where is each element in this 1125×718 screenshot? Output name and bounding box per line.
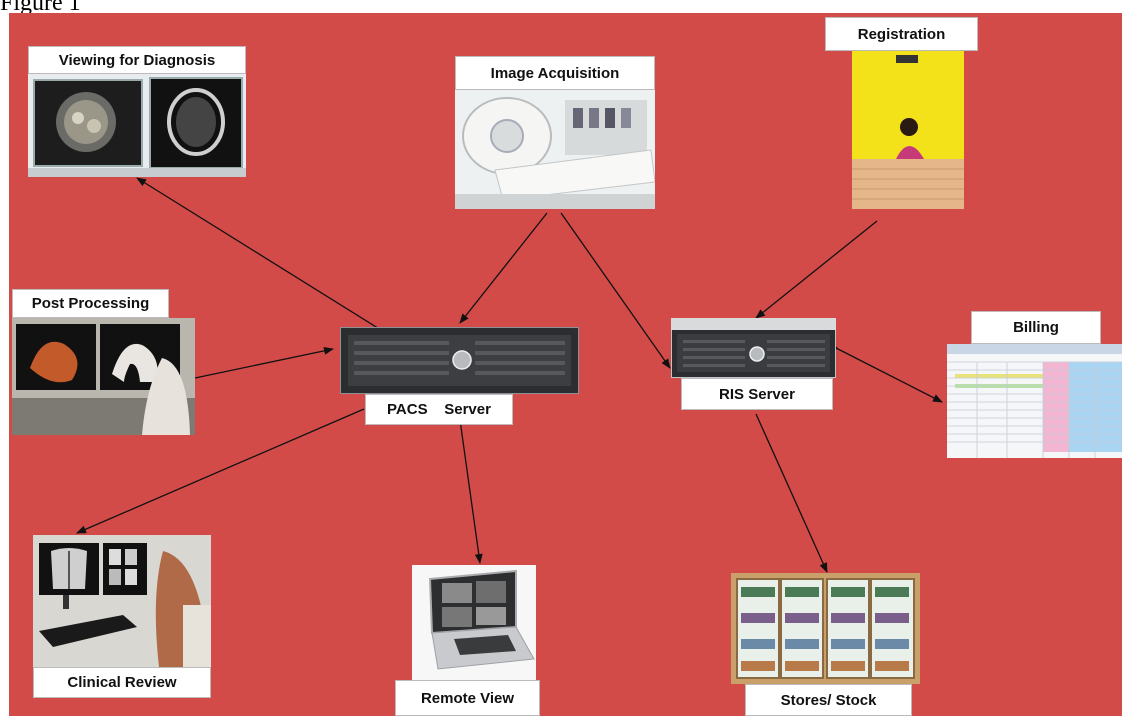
arrow-pacs-to-viewing <box>136 177 390 336</box>
rack-server-icon <box>340 327 579 394</box>
connection-arrows <box>76 177 943 573</box>
clinical-review-label: Clinical Review <box>33 667 211 698</box>
cabinet-icon <box>731 573 920 684</box>
pacs-ris-workflow-diagram: Viewing for Diagnosis Image Acquisition <box>9 13 1122 716</box>
laptop-icon <box>412 565 536 680</box>
pacs-server-label: PACS Server <box>365 394 513 425</box>
ct-scanner-icon <box>455 90 655 209</box>
billing-label: Billing <box>971 311 1101 344</box>
arrow-pacs-to-clinical <box>76 408 365 534</box>
workstation-icon <box>12 318 195 435</box>
viewing-label: Viewing for Diagnosis <box>28 46 246 74</box>
post-processing-label: Post Processing <box>12 289 169 318</box>
remote-view-label: Remote View <box>395 680 540 716</box>
arrow-pacs-to-remote <box>459 419 483 564</box>
registration-label: Registration <box>825 17 978 51</box>
arrow-post-processing-to-pacs <box>185 346 334 384</box>
reception-desk-icon <box>852 51 964 209</box>
stores-label: Stores/ Stock <box>745 684 912 716</box>
diagnostic-monitors-icon <box>28 74 246 177</box>
clinical-workstation-icon <box>33 535 211 667</box>
spreadsheet-icon <box>947 344 1122 458</box>
acquisition-label: Image Acquisition <box>455 56 655 90</box>
arrow-ris-to-stores <box>755 413 828 573</box>
figure-caption: Figure 1 <box>0 0 81 16</box>
arrow-acquisition-to-ris <box>560 212 671 369</box>
rack-server-icon <box>671 318 836 378</box>
ris-server-label: RIS Server <box>681 378 833 410</box>
arrow-registration-to-ris <box>755 220 878 319</box>
arrow-acquisition-to-pacs <box>459 212 548 324</box>
arrow-ris-to-billing <box>828 341 943 403</box>
